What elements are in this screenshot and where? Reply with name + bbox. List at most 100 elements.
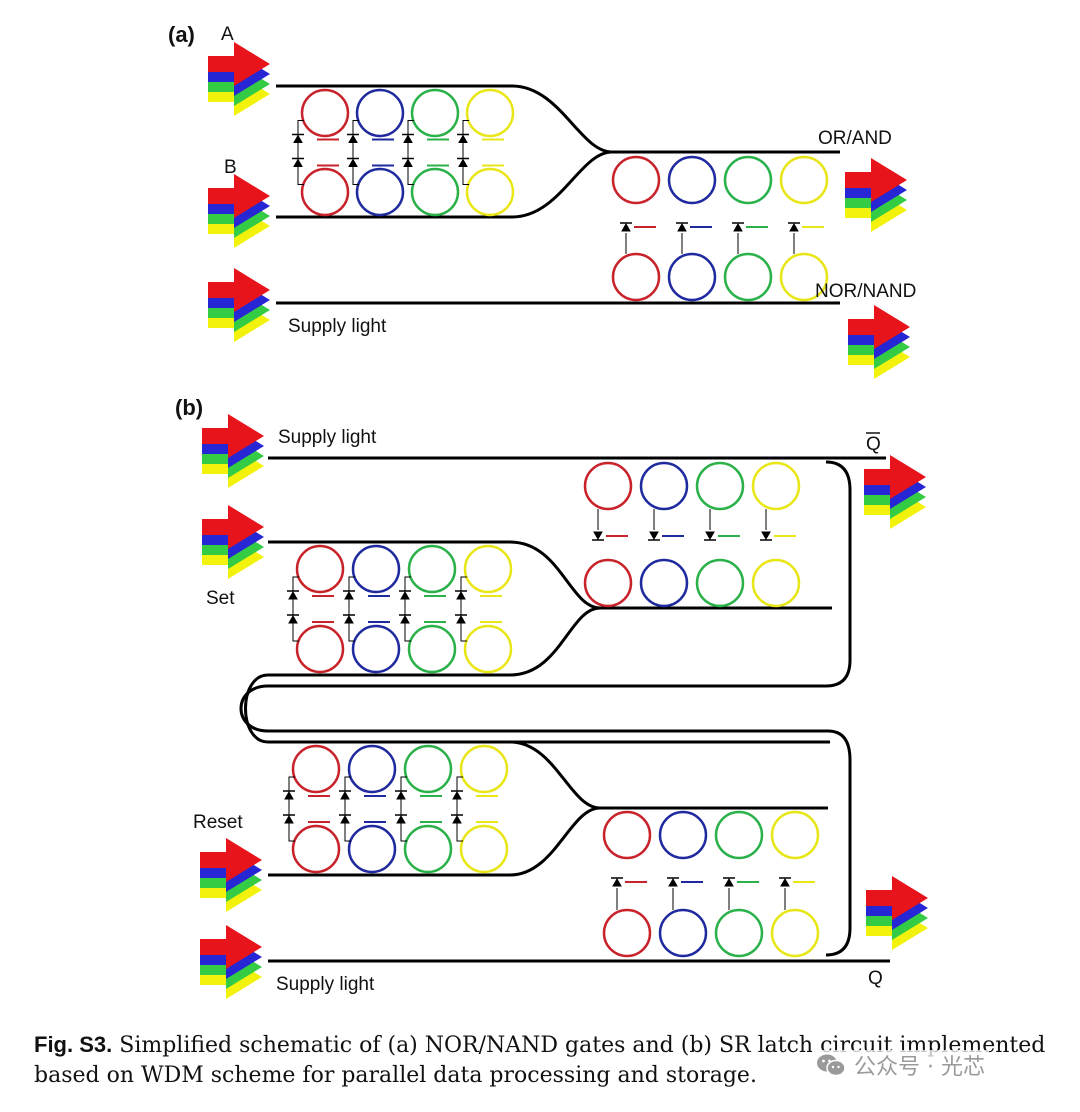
b-reset-detector-a-red (283, 790, 295, 800)
q-bar-arrow (864, 455, 926, 529)
b-set-bracket-red (292, 576, 299, 642)
waveguide-set-loop (268, 540, 832, 610)
b-bottom-detector-green (723, 877, 735, 887)
supply-a-arrow (208, 268, 270, 342)
waveguide-reset-lower (268, 806, 601, 877)
b-reset-ring-bottom-red (291, 824, 341, 874)
b-bottom-ring-a-green (714, 810, 764, 860)
input-a-label: A (221, 24, 234, 45)
b-bottom-ring-a-red (602, 810, 652, 860)
q-label: Q (868, 968, 883, 989)
b-reset-ring-top-blue (347, 744, 397, 794)
b-reset-detector-a-green (395, 790, 407, 800)
b-set-detector-a-yellow (455, 590, 467, 600)
q-bar-label: Q (866, 434, 881, 455)
waveguide-feedback-upper (239, 460, 852, 733)
panel-a-tag: (a) (168, 22, 195, 47)
a-input-bracket-red (297, 120, 304, 185)
waveguide-b-lower (276, 150, 613, 219)
b-reset-ring-bottom-blue (347, 824, 397, 874)
b-top-detector-red (592, 531, 604, 541)
supply-light-a-label: Supply light (288, 316, 387, 337)
set-arrow (202, 505, 264, 579)
b-set-bracket-yellow (460, 576, 467, 642)
a-input-detector-a-yellow (457, 133, 469, 143)
a-input-detector-a-green (402, 133, 414, 143)
a-output-detector-blue (676, 222, 688, 232)
a-output-ring-a-blue (667, 155, 717, 205)
b-top-ring-b-red (583, 558, 633, 608)
b-reset-detector-b-green (395, 814, 407, 824)
b-top-detector-blue (648, 531, 660, 541)
supply-bottom-arrow (200, 925, 262, 999)
b-bottom-detector-blue (667, 877, 679, 887)
b-set-detector-a-green (399, 590, 411, 600)
microring-resonators (291, 88, 829, 958)
photodetectors (283, 120, 824, 910)
b-top-ring-a-green (695, 461, 745, 511)
panel-b-tag: (b) (175, 395, 203, 420)
a-input-detector-b-green (402, 157, 414, 167)
b-reset-bracket-blue (344, 776, 351, 842)
a-output-ring-a-green (723, 155, 773, 205)
a-output-ring-b-green (723, 252, 773, 302)
b-set-ring-bottom-green (407, 624, 457, 674)
arrow-layer-red (208, 42, 270, 86)
arrow-layer-red (864, 455, 926, 499)
b-reset-ring-bottom-yellow (459, 824, 509, 874)
b-bottom-ring-b-blue (658, 908, 708, 958)
supply-light-bottom-label: Supply light (276, 974, 375, 995)
waveguide-set-lower (244, 606, 830, 744)
b-top-detector-green (704, 531, 716, 541)
schematic: (a) A B OR/AND NOR/NAND Supply light (b)… (168, 22, 928, 999)
b-top-ring-a-blue (639, 461, 689, 511)
a-output-ring-a-red (611, 155, 661, 205)
input-b-arrow (208, 174, 270, 248)
output-or-and-label: OR/AND (818, 128, 892, 149)
b-reset-bracket-yellow (456, 776, 463, 842)
b-bottom-detector-red (611, 877, 623, 887)
a-input-ring-top-green (410, 88, 460, 138)
b-bottom-ring-b-green (714, 908, 764, 958)
b-set-detector-b-green (399, 614, 411, 624)
b-set-ring-bottom-yellow (463, 624, 513, 674)
b-reset-bracket-red (288, 776, 295, 842)
reset-arrow (200, 838, 262, 912)
b-set-detector-b-yellow (455, 614, 467, 624)
b-top-ring-a-red (583, 461, 633, 511)
watermark: 公众号 · 光芯 (812, 1050, 989, 1080)
b-reset-detector-b-red (283, 814, 295, 824)
b-reset-detector-b-yellow (451, 814, 463, 824)
wdm-arrows (200, 42, 928, 999)
a-input-detector-b-blue (347, 157, 359, 167)
b-reset-ring-bottom-green (403, 824, 453, 874)
b-reset-ring-top-green (403, 744, 453, 794)
b-bottom-ring-b-red (602, 908, 652, 958)
waveguide-a-upper (276, 84, 840, 154)
b-set-ring-top-green (407, 544, 457, 594)
a-output-ring-b-red (611, 252, 661, 302)
b-top-ring-b-yellow (751, 558, 801, 608)
supply-light-top-label: Supply light (278, 427, 377, 448)
b-set-ring-top-yellow (463, 544, 513, 594)
wechat-icon (817, 1054, 846, 1077)
arrow-layer-red (200, 838, 262, 882)
a-input-detector-b-red (292, 157, 304, 167)
arrow-layer-red (202, 505, 264, 549)
caption-label: Fig. S3. (34, 1032, 113, 1057)
arrow-layer-red (202, 414, 264, 458)
arrow-layer-red (208, 268, 270, 312)
waveguides (239, 84, 890, 963)
b-set-detector-a-red (287, 590, 299, 600)
b-bottom-ring-a-yellow (770, 810, 820, 860)
arrow-layer-red (200, 925, 262, 969)
b-reset-ring-top-yellow (459, 744, 509, 794)
b-top-ring-b-blue (639, 558, 689, 608)
a-output-detector-yellow (788, 222, 800, 232)
b-top-ring-a-yellow (751, 461, 801, 511)
b-set-bracket-blue (348, 576, 355, 642)
b-set-detector-a-blue (343, 590, 355, 600)
b-set-ring-top-blue (351, 544, 401, 594)
a-input-detector-a-red (292, 133, 304, 143)
a-input-ring-bottom-red (300, 167, 350, 217)
